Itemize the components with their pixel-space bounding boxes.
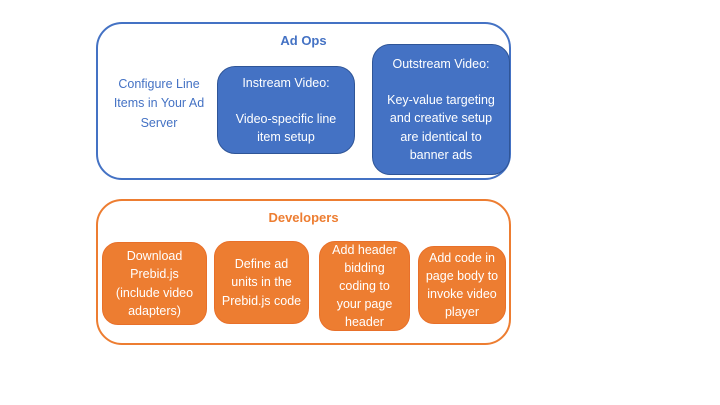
developers-group-container: Developers Download Prebid.js (include v… xyxy=(96,199,511,345)
outstream-video-box: Outstream Video: Key-value targeting and… xyxy=(372,44,510,175)
developers-group-title: Developers xyxy=(268,210,339,225)
outstream-video-heading: Outstream Video: xyxy=(392,57,490,72)
step-add-header-bidding-box: Add header bidding coding to your page h… xyxy=(319,241,410,331)
step-define-ad-units-box: Define ad units in the Prebid.js code xyxy=(214,241,309,324)
instream-video-heading: Instream Video: xyxy=(242,75,330,90)
step-download-prebid-box: Download Prebid.js (include video adapte… xyxy=(102,242,207,325)
instream-video-body: Video-specific line item setup xyxy=(235,111,337,145)
adops-group-title: Ad Ops xyxy=(280,33,327,48)
step-add-page-body-code-box: Add code in page body to invoke video pl… xyxy=(418,246,506,324)
outstream-video-body: Key-value targeting and creative setup a… xyxy=(387,93,495,162)
instream-video-box: Instream Video: Video-specific line item… xyxy=(217,66,355,154)
adops-side-note: Configure Line Items in Your Ad Server xyxy=(113,77,205,130)
adops-group-container: Ad Ops Configure Line Items in Your Ad S… xyxy=(96,22,511,180)
